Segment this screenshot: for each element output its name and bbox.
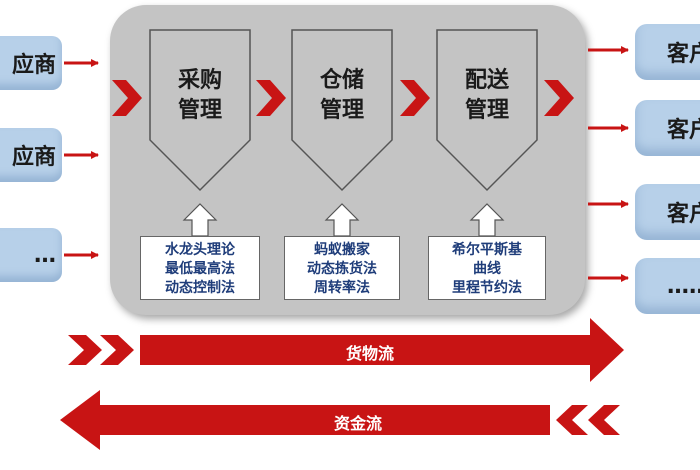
procurement-methods-box: 水龙头理论 最低最高法 动态控制法 [140,236,260,300]
stage-shape-procurement [149,29,251,192]
method-item: 水龙头理论 [165,242,235,258]
stage-delivery-title: 配送 管理 [437,66,537,126]
stage-title-line: 管理 [464,98,509,123]
goods-flow-label: 货物流 [346,344,395,363]
chevron-icon [112,80,142,116]
method-item: 周转率法 [314,280,370,296]
warehouse-methods-box: 蚂蚁搬家 动态拣货法 周转率法 [284,236,400,300]
stage-title-line: 管理 [177,98,222,123]
supplier-node-3: … [0,228,62,282]
supplier-label: … [34,242,56,268]
stage-title-line: 采购 [177,68,222,93]
stage-procurement-title: 采购 管理 [150,66,250,126]
customer-node-2: 客户 [635,100,700,156]
customer-node-1: 客户 [635,24,700,80]
supplier-label: 应商 [11,145,56,170]
customer-label: …… [667,273,700,299]
customer-node-4: …… [635,258,700,314]
chevron-icon [68,335,102,365]
chevron-icon [400,80,430,116]
goods-flow-arrow [140,318,624,382]
stage-shape-delivery [436,29,538,192]
chevron-icon [588,405,620,435]
up-arrow-icon [469,203,505,237]
up-arrow-icon [324,203,360,237]
method-item: 曲线 [473,261,501,277]
method-item: 蚂蚁搬家 [314,242,370,258]
supplier-label: 应商 [11,53,56,78]
supplier-node-2: 应商 [0,128,62,182]
chevron-icon [100,335,134,365]
chevron-icon [256,80,286,116]
stage-title-line: 管理 [319,98,364,123]
method-item: 里程节约法 [452,280,522,296]
stage-shape-warehouse [291,29,393,192]
up-arrow-icon [182,203,218,237]
stage-title-line: 仓储 [319,68,364,93]
method-item: 动态拣货法 [307,261,377,277]
customer-node-3: 客户 [635,184,700,240]
method-item: 最低最高法 [165,261,235,277]
delivery-methods-box: 希尔平斯基 曲线 里程节约法 [428,236,546,300]
chevron-icon [556,405,588,435]
customer-label: 客户 [667,42,700,67]
customer-label: 客户 [667,118,700,143]
method-item: 希尔平斯基 [452,242,522,258]
supplier-node-1: 应商 [0,36,62,90]
capital-flow-label: 资金流 [334,414,383,433]
method-item: 动态控制法 [165,280,235,296]
capital-flow-arrow [60,390,550,450]
chevron-icon [544,80,574,116]
stage-title-line: 配送 [464,68,509,93]
customer-label: 客户 [667,202,700,227]
stage-warehouse-title: 仓储 管理 [292,66,392,126]
